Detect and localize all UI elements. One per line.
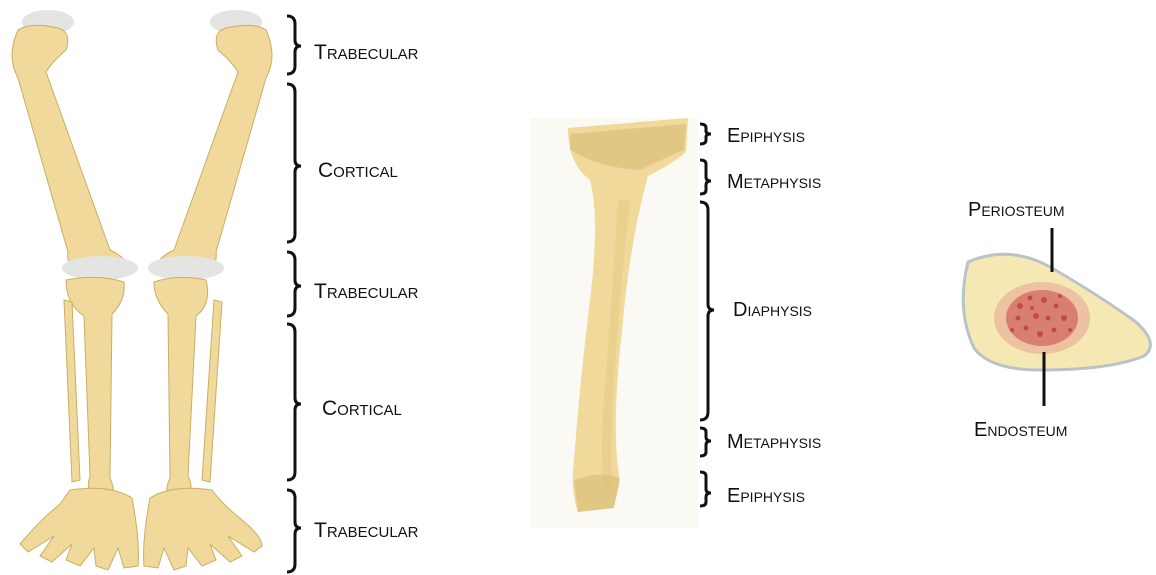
legs-skeleton bbox=[12, 10, 272, 570]
long-bone-brackets bbox=[700, 124, 714, 506]
label-diaphysis: Diaphysis bbox=[733, 300, 812, 320]
label-endosteum: Endosteum bbox=[974, 420, 1067, 440]
right-foot bbox=[144, 488, 262, 570]
bracket-metaphysis-top bbox=[700, 160, 711, 194]
bracket-epiphysis-top bbox=[700, 124, 711, 144]
bracket-trabecular-bottom bbox=[287, 490, 301, 572]
label-cortical-lower: Cortical bbox=[322, 398, 402, 419]
label-periosteum: Periosteum bbox=[968, 200, 1065, 220]
label-epiphysis-bottom: Epiphysis bbox=[727, 486, 805, 506]
left-fibula bbox=[64, 300, 80, 482]
label-epiphysis-top: Epiphysis bbox=[727, 126, 805, 146]
left-femur bbox=[12, 25, 130, 278]
label-trabecular-knee: Trabecular bbox=[314, 281, 419, 302]
left-knee-cartilage bbox=[62, 256, 138, 280]
right-fibula bbox=[202, 300, 222, 482]
bracket-epiphysis-bottom bbox=[700, 472, 711, 506]
bracket-trabecular-top bbox=[287, 16, 301, 74]
label-metaphysis-bottom: Metaphysis bbox=[727, 432, 821, 452]
long-bone-bottom-shade bbox=[574, 474, 620, 512]
bracket-cortical-upper bbox=[287, 84, 301, 242]
long-bone bbox=[530, 118, 698, 528]
bracket-cortical-lower bbox=[287, 324, 301, 480]
bracket-diaphysis bbox=[700, 202, 714, 420]
bracket-trabecular-knee bbox=[287, 252, 301, 316]
right-femur bbox=[154, 25, 272, 278]
legs-brackets bbox=[287, 16, 301, 572]
label-trabecular-top: Trabecular bbox=[314, 42, 419, 63]
bone-cross-section bbox=[963, 228, 1150, 406]
bracket-metaphysis-bottom bbox=[700, 428, 711, 456]
left-foot bbox=[20, 488, 138, 570]
label-metaphysis-top: Metaphysis bbox=[727, 172, 821, 192]
right-knee-cartilage bbox=[148, 256, 224, 280]
label-trabecular-bottom: Trabecular bbox=[314, 520, 419, 541]
label-cortical-upper: Cortical bbox=[318, 160, 398, 181]
right-tibia bbox=[154, 277, 208, 500]
